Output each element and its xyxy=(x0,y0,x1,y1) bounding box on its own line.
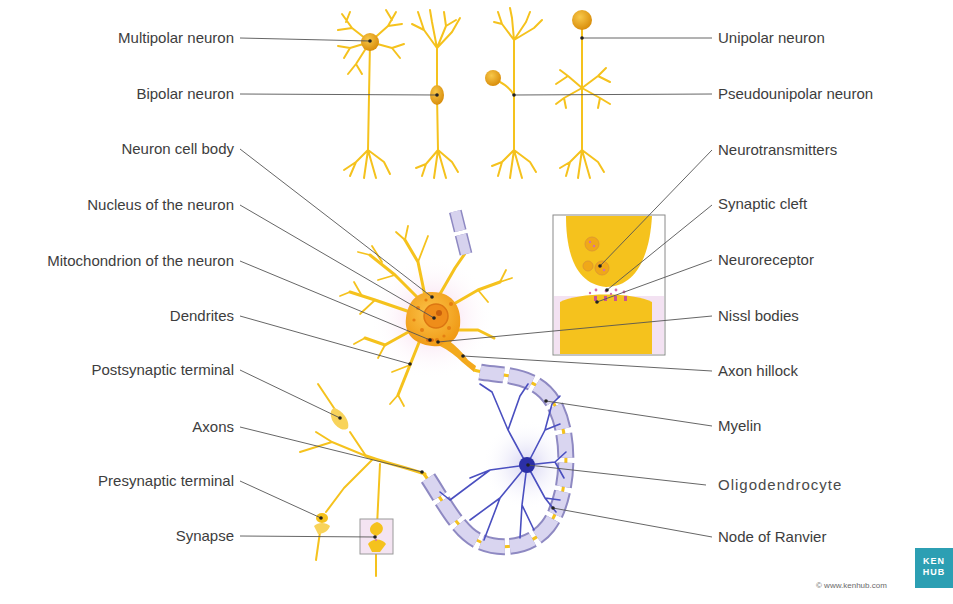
cell-glow xyxy=(370,256,494,380)
leader-dots xyxy=(319,36,609,539)
neuron-types xyxy=(338,8,610,178)
neuron-type-bodies xyxy=(361,10,592,105)
myelin-branch xyxy=(455,210,466,254)
part-label: Myelin xyxy=(718,417,761,435)
part-label: Pseudounipolar neuron xyxy=(718,85,873,103)
part-label: Neuron cell body xyxy=(121,140,234,158)
part-label: Unipolar neuron xyxy=(718,29,825,47)
logo-box: KEN HUB xyxy=(915,548,953,588)
logo-text: KEN HUB xyxy=(919,556,949,578)
part-label: Multipolar neuron xyxy=(118,29,234,47)
part-label: Oligodendrocyte xyxy=(718,476,842,494)
watermark: © www.kenhub.com xyxy=(816,581,887,591)
part-label: Axon hillock xyxy=(718,362,798,380)
part-label: Postsynaptic terminal xyxy=(91,361,234,379)
part-label: Nucleus of the neuron xyxy=(87,196,234,214)
part-label: Neuroreceptor xyxy=(718,251,814,269)
part-label: Dendrites xyxy=(170,307,234,325)
axon-terminals xyxy=(300,384,425,576)
part-label: Axons xyxy=(192,418,234,436)
synapse-inset xyxy=(553,215,665,355)
part-label: Neurotransmitters xyxy=(718,141,837,159)
part-label: Presynaptic terminal xyxy=(98,472,234,490)
axon xyxy=(424,370,566,547)
part-label: Mitochondrion of the neuron xyxy=(47,252,234,270)
part-label: Synaptic cleft xyxy=(718,195,807,213)
leader-lines xyxy=(240,38,712,537)
part-label: Nissl bodies xyxy=(718,307,799,325)
terminal-bulbs xyxy=(314,408,348,534)
oligodendrocyte xyxy=(440,384,566,540)
part-label: Node of Ranvier xyxy=(718,528,826,546)
part-label: Synapse xyxy=(176,527,234,545)
cell-body xyxy=(406,292,476,372)
part-label: Bipolar neuron xyxy=(136,85,234,103)
